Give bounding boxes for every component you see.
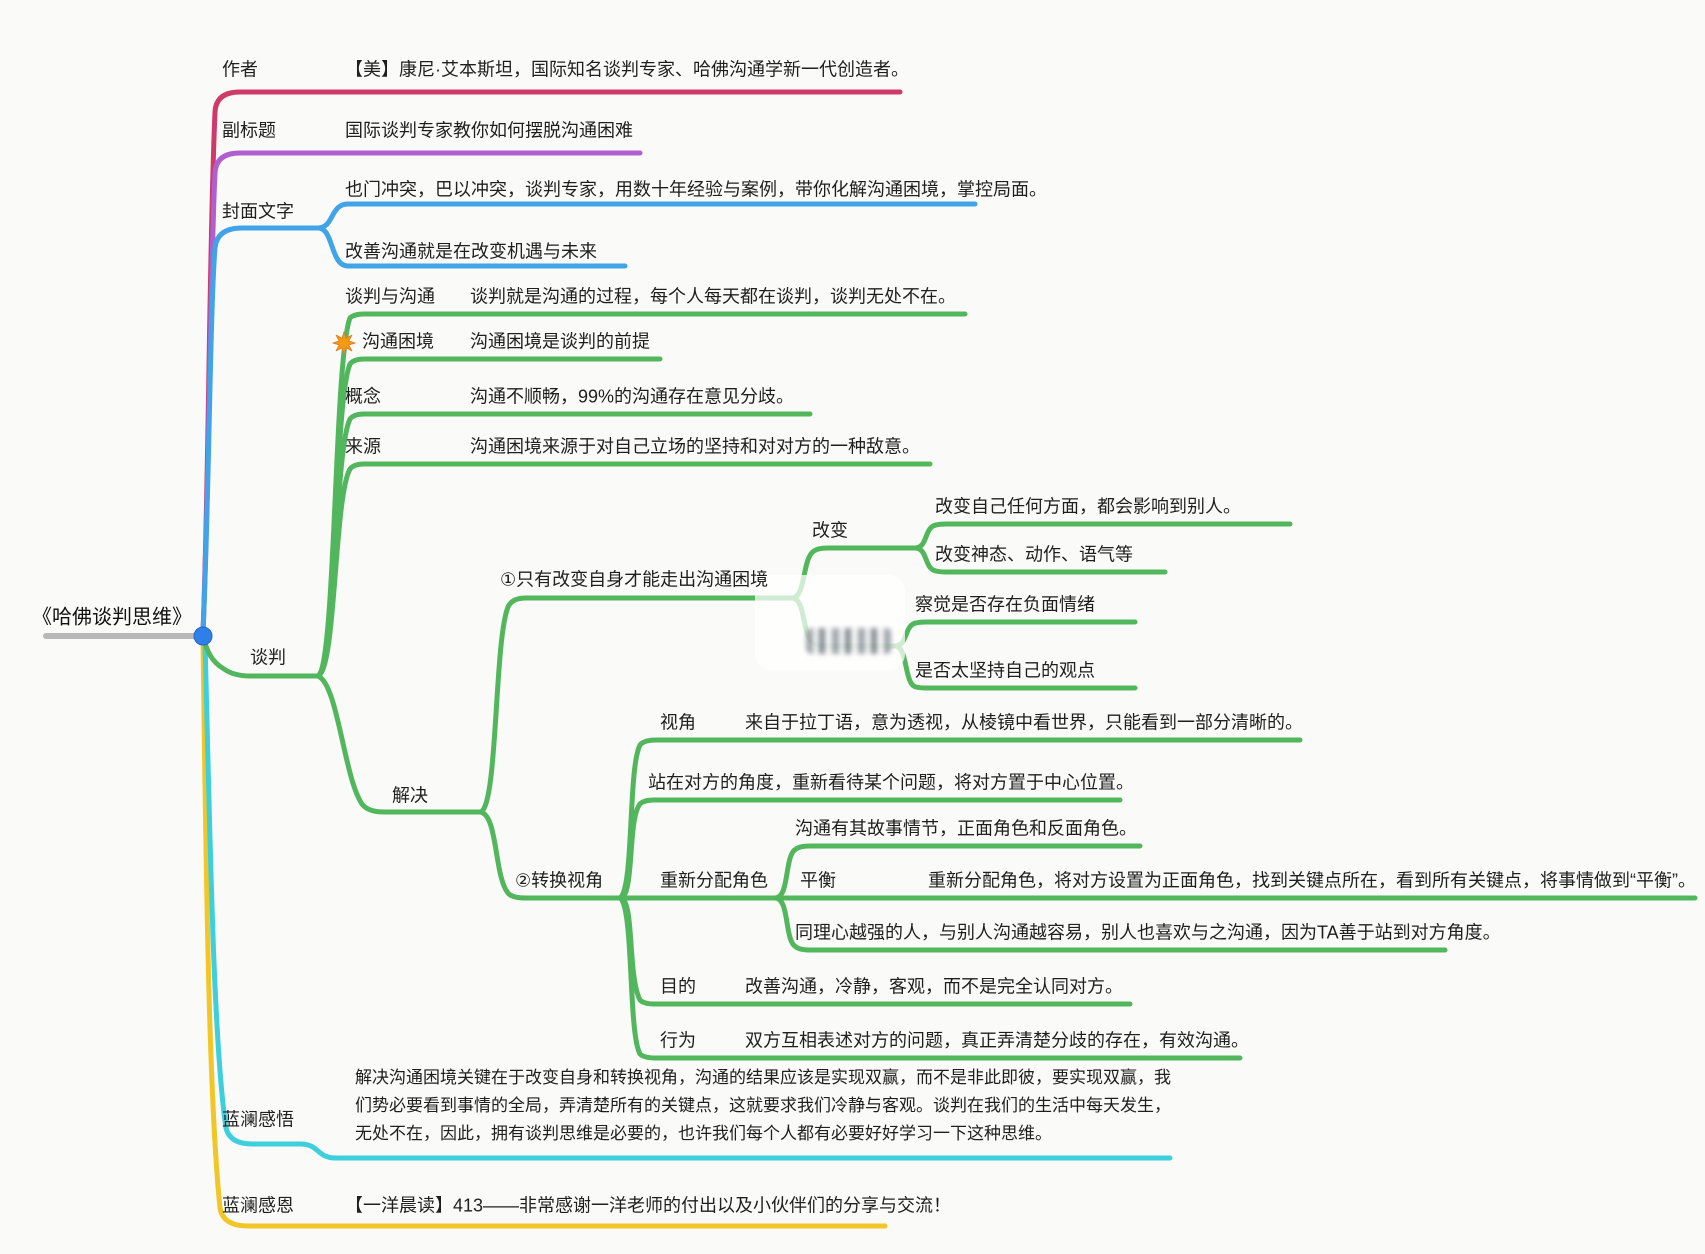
branch-insight-line	[202, 639, 1173, 1161]
node-roles-label[interactable]: 重新分配角色	[660, 870, 768, 891]
node-behavior-label[interactable]: 行为	[660, 1030, 696, 1051]
node-empathy-text[interactable]: 同理心越强的人，与别人沟通越容易，别人也喜欢与之沟通，因为TA善于站到对方角度。	[795, 922, 1501, 943]
node-change-label[interactable]: 改变	[812, 520, 848, 541]
negotiation-source-line	[315, 461, 933, 679]
burst-icon	[332, 331, 356, 355]
solve-s1-line	[477, 595, 795, 815]
node-cover-label[interactable]: 封面文字	[222, 201, 294, 222]
node-change-c1[interactable]: 改变自己任何方面，都会影响到别人。	[935, 496, 1241, 517]
s2-behavior-line	[617, 895, 1243, 1061]
node-view-label[interactable]: 视角	[660, 712, 696, 733]
roles-empathy-line	[772, 895, 1448, 953]
node-cover-line2[interactable]: 改善沟通就是在改变机遇与未来	[345, 241, 597, 262]
node-change-c2[interactable]: 改变神态、动作、语气等	[935, 544, 1133, 565]
node-purpose-text[interactable]: 改善沟通，冷静，客观，而不是完全认同对方。	[745, 976, 1123, 997]
root-topic[interactable]: 《哈佛谈判思维》	[32, 606, 192, 629]
node-author-text[interactable]: 【美】康尼·艾本斯坦，国际知名谈判专家、哈佛沟通学新一代创造者。	[345, 59, 909, 80]
node-comm-label[interactable]: 谈判与沟通	[345, 286, 435, 307]
branch-cover-line2	[315, 225, 628, 269]
branch-negotiation-line	[200, 633, 321, 679]
node-insight-label[interactable]: 蓝澜感悟	[222, 1109, 294, 1130]
center-collapse-dot[interactable]	[193, 626, 213, 646]
node-subtitle-label[interactable]: 副标题	[222, 120, 276, 141]
redacted-node	[806, 628, 892, 654]
node-view-text[interactable]: 来自于拉丁语，意为透视，从棱镜中看世界，只能看到一部分清晰的。	[745, 712, 1303, 733]
branch-cover-line	[200, 225, 321, 635]
change-c2-line	[912, 545, 1168, 575]
node-source-label[interactable]: 来源	[345, 436, 381, 457]
node-negotiation-label[interactable]: 谈判	[250, 647, 286, 668]
node-cover-line1[interactable]: 也门冲突，巴以冲突，谈判专家，用数十年经验与案例，带你化解沟通困境，掌控局面。	[345, 179, 1047, 200]
node-dilemma-label[interactable]: 沟通困境	[362, 331, 434, 352]
node-solve-label[interactable]: 解决	[392, 785, 428, 806]
branch-cover-line1	[315, 201, 978, 231]
node-comm-text[interactable]: 谈判就是沟通的过程，每个人每天都在谈判，谈判无处不在。	[470, 286, 956, 307]
node-balance-label[interactable]: 平衡	[800, 870, 836, 891]
negotiation-solve-line	[315, 673, 483, 815]
node-purpose-label[interactable]: 目的	[660, 976, 696, 997]
node-subtitle-text[interactable]: 国际谈判专家教你如何摆脱沟通困难	[345, 120, 633, 141]
node-concept-text[interactable]: 沟通不顺畅，99%的沟通存在意见分歧。	[470, 386, 795, 407]
node-insight-text[interactable]: 解决沟通困境关键在于改变自身和转换视角，沟通的结果应该是实现双赢，而不是非此即彼…	[355, 1068, 1171, 1143]
roles-story-line	[772, 843, 1143, 901]
node-behavior-text[interactable]: 双方互相表述对方的问题，真正弄清楚分歧的存在，有效沟通。	[745, 1030, 1249, 1051]
node-awareness-c2[interactable]: 是否太坚持自己的观点	[915, 660, 1095, 681]
node-s1-label[interactable]: ①只有改变自身才能走出沟通困境	[500, 569, 769, 590]
s2-standpoint-line	[619, 797, 1123, 901]
node-s2-label[interactable]: ②转换视角	[515, 870, 604, 891]
awareness-c1-line	[892, 619, 1138, 649]
branch-author-line	[200, 89, 903, 635]
node-thanks-label[interactable]: 蓝澜感恩	[222, 1195, 294, 1216]
node-thanks-text[interactable]: 【一洋晨读】413——非常感谢一洋老师的付出以及小伙伴们的分享与交流！	[345, 1195, 952, 1216]
node-author-label[interactable]: 作者	[222, 59, 258, 80]
node-balance-text[interactable]: 重新分配角色，将对方设置为正面角色，找到关键点所在，看到所有关键点，将事情做到“…	[928, 870, 1696, 891]
solve-s2-line	[477, 809, 1698, 901]
node-roles-story[interactable]: 沟通有其故事情节，正面角色和反面角色。	[795, 818, 1137, 839]
node-concept-label[interactable]: 概念	[345, 386, 381, 407]
change-c1-line	[912, 521, 1293, 551]
branch-thanks-line	[200, 637, 888, 1229]
node-source-text[interactable]: 沟通困境来源于对自己立场的坚持和对对方的一种敌意。	[470, 436, 920, 457]
redacted-blur-patch	[755, 575, 905, 670]
node-standpoint-text[interactable]: 站在对方的角度，重新看待某个问题，将对方置于中心位置。	[648, 772, 1134, 793]
node-awareness-c1[interactable]: 察觉是否存在负面情绪	[915, 594, 1095, 615]
node-dilemma-text[interactable]: 沟通困境是谈判的前提	[470, 331, 650, 352]
